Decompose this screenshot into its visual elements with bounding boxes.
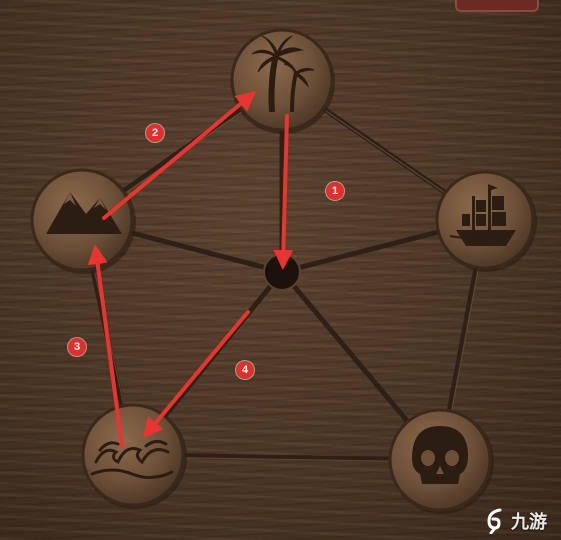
node-mountain[interactable]: [30, 168, 136, 274]
solution-arrows: [87, 90, 294, 448]
skull-icon: [412, 426, 468, 484]
step-badge-4: 4: [236, 361, 254, 379]
node-palm[interactable]: [230, 28, 335, 134]
arrow-step-2: [102, 90, 257, 220]
step-badge-3: 3: [68, 338, 86, 356]
top-tab: [455, 0, 539, 12]
node-wave[interactable]: [81, 403, 187, 509]
arrow-step-4: [142, 310, 250, 439]
node-skull[interactable]: [388, 408, 494, 514]
watermark: 九游: [485, 508, 547, 534]
step-badge-1: 1: [326, 182, 344, 200]
palm-tree-icon: [251, 35, 315, 113]
step-badge-2: 2: [146, 124, 164, 142]
ship-icon: [449, 184, 516, 246]
wave-icon: [90, 439, 174, 479]
mountain-icon: [46, 192, 122, 234]
arrow-step-1: [273, 114, 294, 270]
arrow-step-3: [87, 244, 124, 448]
watermark-logo-icon: [487, 508, 502, 534]
watermark-text: 九游: [511, 512, 547, 532]
node-ship[interactable]: [435, 170, 537, 272]
